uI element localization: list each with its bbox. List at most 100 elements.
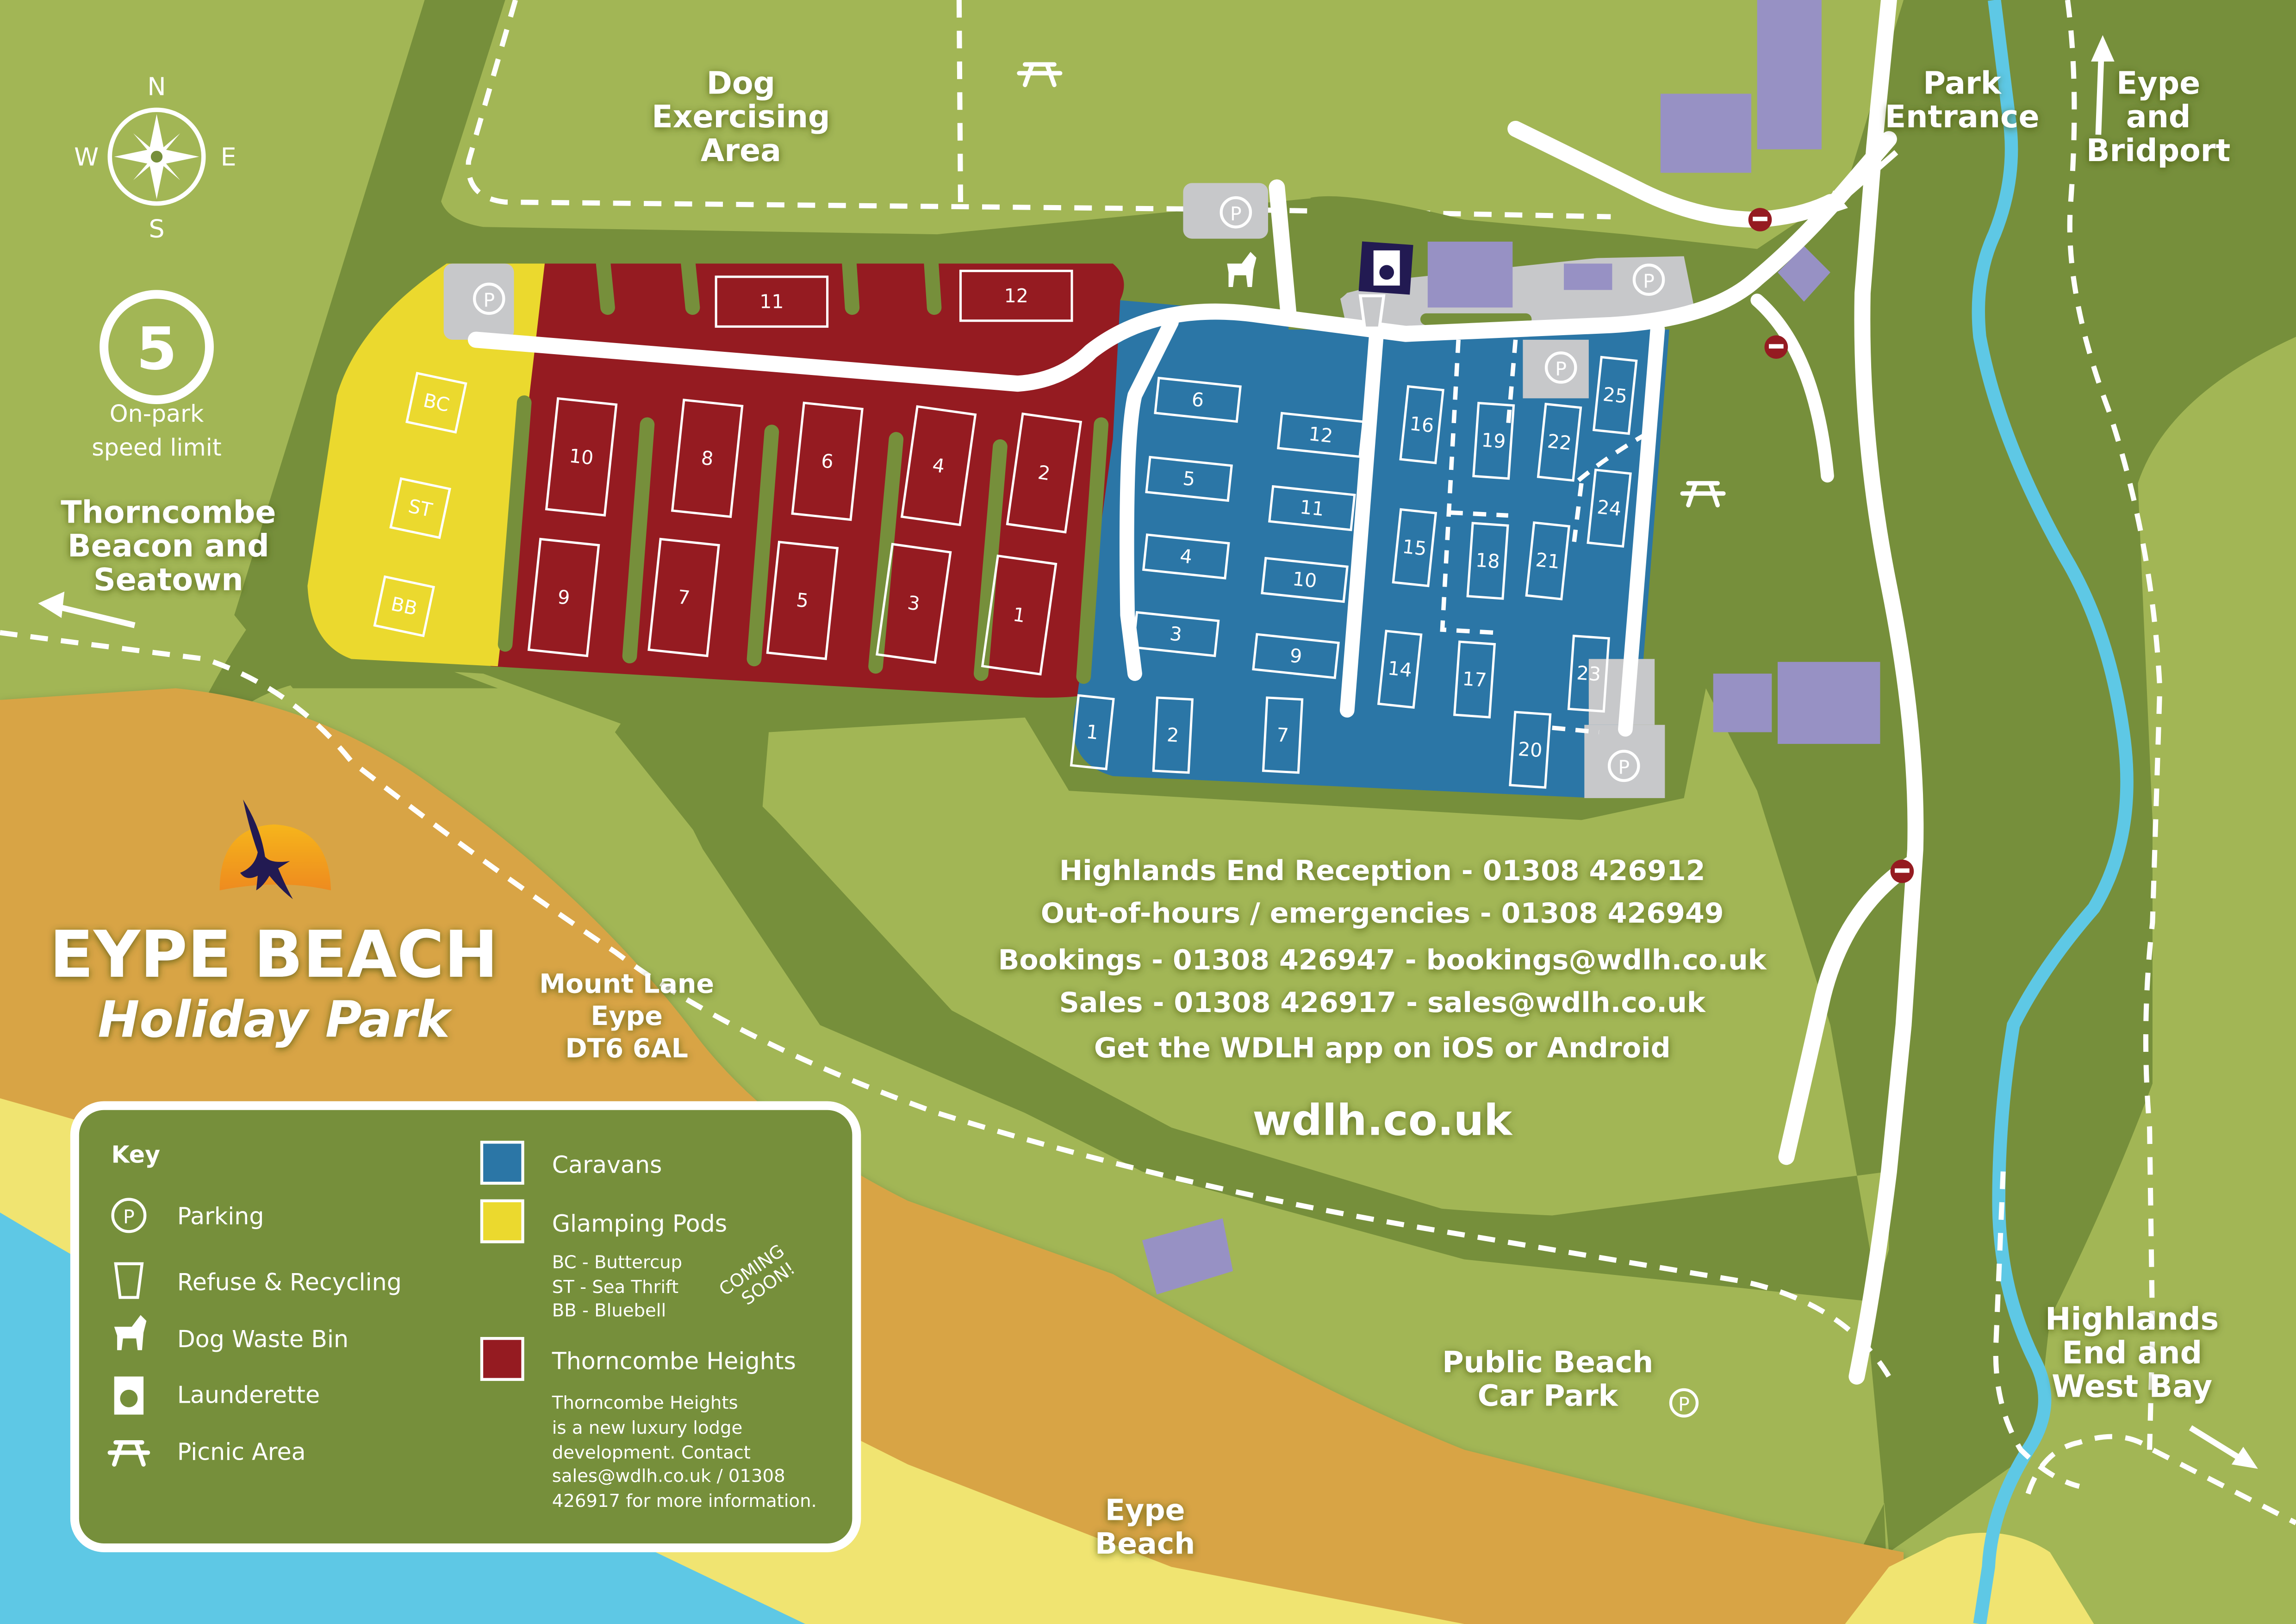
parking-icon [111, 1198, 147, 1233]
highlands-west-bay-label: Highlands End and West Bay [2045, 1301, 2219, 1404]
parking-icon[interactable]: P [1669, 1388, 1699, 1418]
svg-text:Area: Area [701, 132, 781, 169]
parking-markers: P P P P P P [473, 196, 1699, 1418]
arrow-icon [1821, 150, 1898, 217]
river-valley [1830, 0, 2296, 1553]
caravan-footpaths [1440, 339, 1649, 735]
thorncombe-plots: 10 8 6 4 2 9 7 5 3 1 11 12 [527, 269, 1083, 676]
glamping-pod[interactable]: ST [389, 477, 451, 539]
speed-limit-sign: 5 On-park speed limit [92, 290, 222, 461]
caravan-plot[interactable]: 18 [1466, 522, 1509, 600]
website-link[interactable]: wdlh.co.uk [1252, 1095, 1513, 1145]
svg-text:Mount Lane: Mount Lane [539, 969, 714, 999]
caravan-plot[interactable]: 12 [1276, 412, 1365, 458]
svg-text:Exercising: Exercising [652, 99, 830, 135]
parking-icon[interactable]: P [473, 282, 505, 315]
svg-text:Public Beach: Public Beach [1442, 1345, 1653, 1379]
svg-text:11: 11 [1299, 496, 1325, 520]
caravan-plot[interactable]: 23 [1567, 634, 1610, 713]
thorncombe-plot[interactable]: 6 [791, 401, 864, 521]
recycling-bin-marker[interactable] [1358, 294, 1386, 330]
key-item-recycling: Refuse & Recycling [114, 1262, 402, 1299]
launderette-marker[interactable] [1358, 241, 1413, 295]
svg-text:On-park: On-park [110, 400, 204, 427]
arrow-icon [38, 591, 136, 628]
parking-icon[interactable]: P [1632, 263, 1665, 296]
svg-text:ST: ST [406, 495, 435, 522]
thorncombe-plot[interactable]: 8 [671, 399, 744, 518]
road-north-loop [1507, 120, 1839, 228]
emergency-phone[interactable]: Out-of-hours / emergencies - 01308 42694… [1041, 897, 1724, 930]
hedge-strips [498, 256, 1109, 684]
thorncombe-plot[interactable]: 2 [1006, 412, 1083, 534]
caravan-plots: 1 2 3 4 5 6 7 9 10 11 12 14 15 16 17 18 … [1070, 356, 1638, 789]
caravan-plot[interactable]: 21 [1525, 521, 1571, 600]
sales-contact[interactable]: Sales - 01308 426917 - sales@wdlh.co.uk [1059, 987, 1706, 1019]
glamping-pod[interactable]: BB [373, 575, 436, 637]
footpath-coast [0, 630, 1892, 1378]
svg-text:22: 22 [1546, 430, 1573, 455]
caravan-plot[interactable]: 25 [1592, 356, 1638, 435]
bookings-contact[interactable]: Bookings - 01308 426947 - bookings@wdlh.… [998, 944, 1767, 976]
thorncombe-plot[interactable]: 9 [527, 537, 600, 657]
glamping-pods: BC ST BB [373, 372, 467, 637]
caravan-plot[interactable]: 9 [1252, 633, 1340, 679]
public-beach-car-park-label: Public Beach Car Park [1442, 1345, 1653, 1413]
caravan-plot[interactable]: 4 [1142, 533, 1230, 580]
caravan-plot[interactable]: 6 [1154, 376, 1242, 423]
glamping-pod[interactable]: BC [405, 372, 467, 434]
svg-text:Entrance: Entrance [1885, 99, 2040, 135]
thorncombe-plot[interactable]: 7 [647, 537, 720, 657]
parking-icon[interactable]: P [1220, 196, 1252, 229]
svg-text:Caravans: Caravans [552, 1151, 662, 1179]
thorncombe-plot[interactable]: 11 [715, 275, 829, 328]
key-title: Key [111, 1141, 160, 1168]
key-item-thorncombe: Thorncombe Heights Thorncombe Heights is… [480, 1337, 817, 1512]
caravan-plot[interactable]: 14 [1377, 630, 1423, 709]
thorncombe-plot[interactable]: 5 [766, 540, 839, 660]
key-item-dog-bin: Dog Waste Bin [114, 1315, 348, 1353]
caravan-plot[interactable]: 20 [1509, 711, 1552, 789]
parking-icon[interactable]: P [1607, 750, 1640, 782]
key-item-caravans: Caravans [480, 1141, 662, 1185]
caravan-plot[interactable]: 1 [1070, 694, 1115, 770]
thorncombe-plot[interactable]: 3 [876, 543, 952, 664]
thorncombe-beacon-label: Thorncombe Beacon and Seatown [61, 494, 276, 597]
reception-phone[interactable]: Highlands End Reception - 01308 426912 [1059, 855, 1705, 887]
caravan-plot[interactable]: 7 [1262, 696, 1304, 774]
svg-text:BC - Buttercup: BC - Buttercup [552, 1252, 682, 1273]
caravan-plot[interactable]: 15 [1392, 508, 1437, 587]
parking-icon[interactable]: P [1544, 351, 1577, 384]
svg-text:2: 2 [1166, 724, 1180, 746]
caravan-plot[interactable]: 10 [1261, 556, 1349, 603]
caravans-area [1073, 300, 1669, 798]
caravan-plot[interactable]: 5 [1145, 456, 1233, 502]
svg-text:10: 10 [568, 444, 595, 469]
svg-text:Beacon and: Beacon and [68, 528, 269, 564]
caravan-plot[interactable]: 2 [1152, 696, 1194, 774]
svg-text:P: P [1618, 756, 1630, 779]
thorncombe-plot[interactable]: 10 [545, 397, 618, 517]
dog-bin-marker[interactable] [1227, 252, 1257, 287]
caravan-plot[interactable]: 17 [1453, 640, 1496, 718]
thorncombe-plot[interactable]: 4 [900, 405, 977, 526]
seabird-icon [240, 800, 293, 899]
caravan-plot[interactable]: 24 [1587, 468, 1632, 548]
thorncombe-plot[interactable]: 12 [959, 269, 1073, 322]
svg-text:is a new luxury lodge: is a new luxury lodge [552, 1418, 742, 1438]
svg-text:P: P [123, 1206, 135, 1228]
svg-text:Park: Park [1923, 65, 2002, 101]
svg-text:9: 9 [1289, 644, 1303, 668]
svg-text:21: 21 [1535, 549, 1561, 573]
arrow-icon [2091, 35, 2115, 135]
caravan-plot[interactable]: 19 [1472, 401, 1515, 480]
caravan-plot[interactable]: 22 [1537, 402, 1582, 482]
svg-text:E: E [221, 142, 236, 171]
caravan-plot[interactable]: 3 [1132, 611, 1220, 657]
caravan-plot[interactable]: 11 [1268, 485, 1356, 531]
svg-text:P: P [1643, 270, 1655, 292]
svg-text:8: 8 [700, 447, 715, 470]
svg-text:15: 15 [1401, 535, 1428, 560]
thorncombe-plot[interactable]: 1 [981, 554, 1058, 676]
caravan-plot[interactable]: 16 [1399, 385, 1444, 464]
